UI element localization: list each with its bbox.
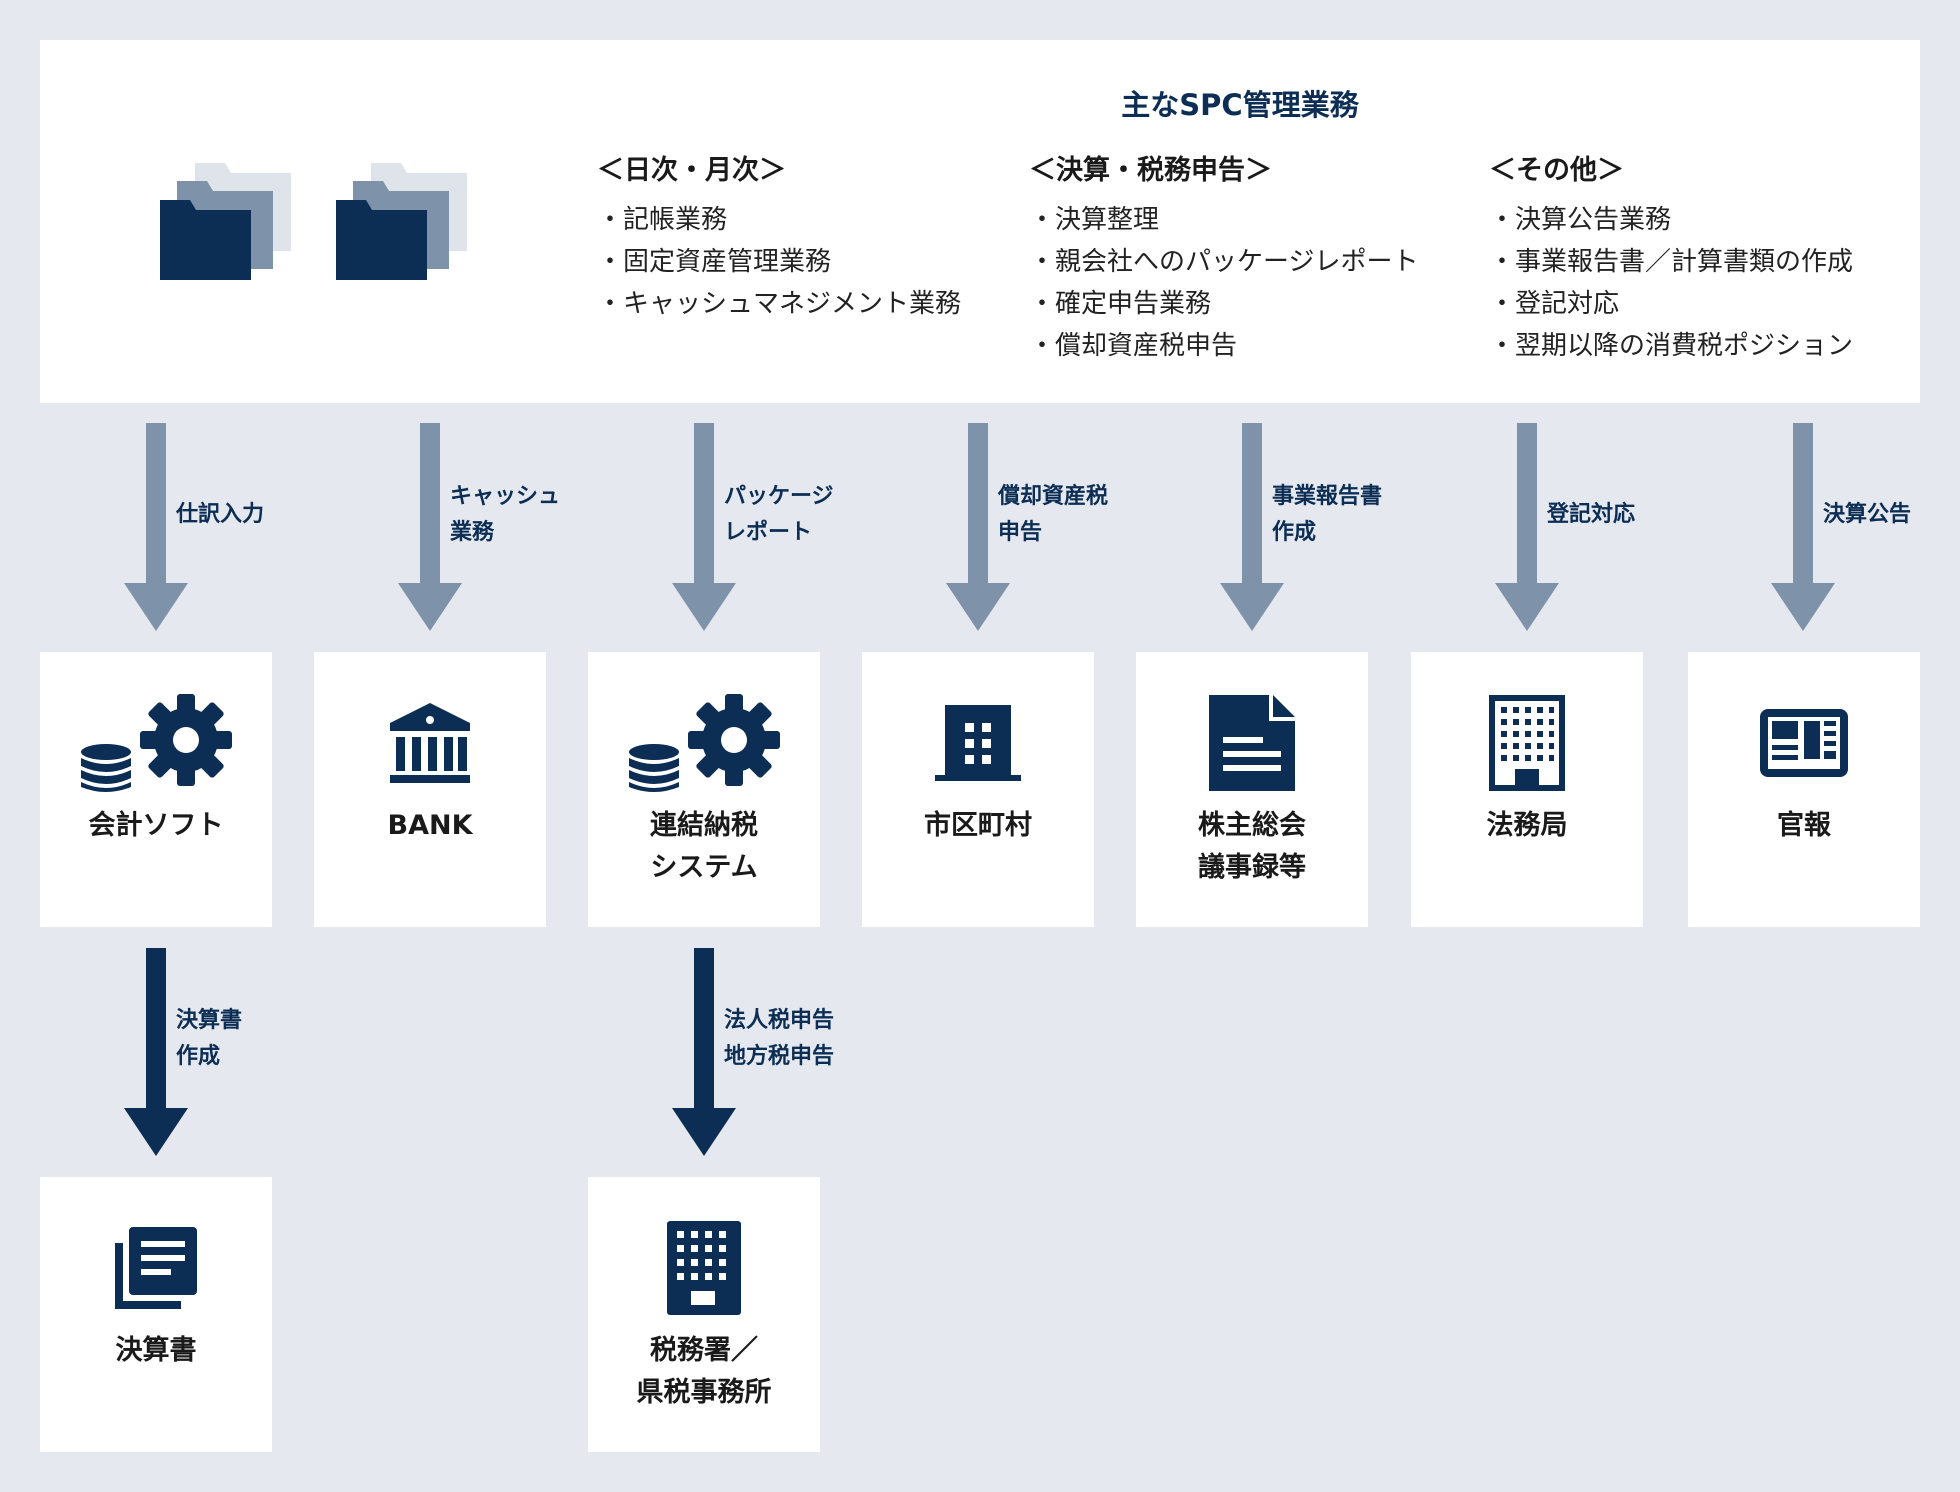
column-daily-monthly: ＜日次・月次＞ ・記帳業務 ・固定資産管理業務 ・キャッシュマネジメント業務 bbox=[597, 148, 961, 325]
flow-label: 仕訳入力 bbox=[176, 502, 265, 527]
task-item: ・記帳業務 bbox=[597, 205, 728, 235]
target-label: 官報 bbox=[1777, 810, 1831, 841]
target-box-bank: BANK bbox=[314, 652, 546, 927]
task-item: ・決算公告業務 bbox=[1489, 205, 1672, 235]
task-item: ・確定申告業務 bbox=[1029, 289, 1212, 319]
task-item: ・事業報告書／計算書類の作成 bbox=[1489, 247, 1854, 277]
column-heading: ＜その他＞ bbox=[1489, 155, 1624, 186]
task-item: ・固定資産管理業務 bbox=[597, 247, 832, 277]
building-icon bbox=[862, 690, 1094, 795]
target-label: 法務局 bbox=[1486, 810, 1568, 841]
task-list: ・決算公告業務 ・事業報告書／計算書類の作成 ・登記対応 ・翌期以降の消費税ポジ… bbox=[1489, 199, 1853, 367]
target-label: 市区町村 bbox=[924, 810, 1032, 841]
flow-label: 償却資産税 申告 bbox=[998, 484, 1109, 545]
column-heading: ＜日次・月次＞ bbox=[597, 155, 786, 186]
office-building-icon bbox=[1411, 690, 1643, 795]
flow-arrow bbox=[124, 948, 188, 1156]
target-box-official-gazette: 官報 bbox=[1688, 652, 1920, 927]
flow-label: キャッシュ 業務 bbox=[450, 484, 561, 545]
bank-icon bbox=[314, 690, 546, 795]
panel-title: 主なSPC管理業務 bbox=[1121, 88, 1359, 122]
flow-label: 事業報告書 作成 bbox=[1272, 484, 1383, 545]
target-box-shareholder-minutes: 株主総会 議事録等 bbox=[1136, 652, 1368, 927]
flow-arrow bbox=[672, 423, 736, 631]
document-icon bbox=[1136, 690, 1368, 795]
task-item: ・キャッシュマネジメント業務 bbox=[597, 289, 962, 319]
flow-arrow bbox=[398, 423, 462, 631]
flow-arrow bbox=[1771, 423, 1835, 631]
documents-icon bbox=[40, 1215, 272, 1320]
task-item: ・親会社へのパッケージレポート bbox=[1029, 247, 1419, 277]
target-box-municipality: 市区町村 bbox=[862, 652, 1094, 927]
newspaper-icon bbox=[1688, 690, 1920, 795]
column-other: ＜その他＞ ・決算公告業務 ・事業報告書／計算書類の作成 ・登記対応 ・翌期以降… bbox=[1489, 148, 1853, 367]
target-box-consolidated-tax-system: 連結納税 システム bbox=[588, 652, 820, 927]
target-box-financial-statements: 決算書 bbox=[40, 1177, 272, 1452]
task-list: ・決算整理 ・親会社へのパッケージレポート ・確定申告業務 ・償却資産税申告 bbox=[1029, 199, 1418, 367]
flow-label: 登記対応 bbox=[1547, 502, 1636, 527]
flow-label: 決算書 作成 bbox=[176, 1008, 243, 1069]
flow-arrow bbox=[1495, 423, 1559, 631]
target-label: 税務署／ 県税事務所 bbox=[636, 1335, 772, 1408]
target-label: 決算書 bbox=[115, 1335, 197, 1366]
flow-arrow bbox=[672, 948, 736, 1156]
task-item: ・翌期以降の消費税ポジション bbox=[1489, 331, 1854, 361]
tall-building-icon bbox=[588, 1215, 820, 1320]
column-settlement-tax: ＜決算・税務申告＞ ・決算整理 ・親会社へのパッケージレポート ・確定申告業務 … bbox=[1029, 148, 1418, 367]
flow-arrow bbox=[946, 423, 1010, 631]
task-item: ・決算整理 bbox=[1029, 205, 1160, 235]
target-label: 会計ソフト bbox=[88, 810, 224, 841]
flow-arrow bbox=[1220, 423, 1284, 631]
flow-label: パッケージ レポート bbox=[724, 484, 834, 545]
folder-stack-icon bbox=[331, 155, 476, 285]
task-item: ・登記対応 bbox=[1489, 289, 1620, 319]
database-gear-icon bbox=[40, 690, 272, 795]
folder-stack-icon bbox=[155, 155, 300, 285]
column-heading: ＜決算・税務申告＞ bbox=[1029, 155, 1272, 186]
flow-label: 法人税申告 地方税申告 bbox=[724, 1008, 835, 1069]
target-box-legal-affairs-bureau: 法務局 bbox=[1411, 652, 1643, 927]
flow-arrow bbox=[124, 423, 188, 631]
flow-label: 決算公告 bbox=[1823, 502, 1912, 527]
task-item: ・償却資産税申告 bbox=[1029, 331, 1238, 361]
target-box-tax-office: 税務署／ 県税事務所 bbox=[588, 1177, 820, 1452]
target-label: 株主総会 議事録等 bbox=[1198, 810, 1306, 883]
target-label: 連結納税 システム bbox=[650, 810, 758, 883]
database-gear-icon bbox=[588, 690, 820, 795]
task-list: ・記帳業務 ・固定資産管理業務 ・キャッシュマネジメント業務 bbox=[597, 199, 961, 325]
target-label: BANK bbox=[387, 810, 473, 841]
target-box-accounting-software: 会計ソフト bbox=[40, 652, 272, 927]
